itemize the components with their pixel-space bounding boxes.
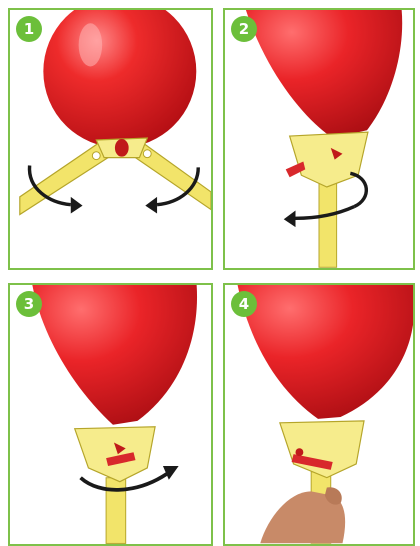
balloon-neck <box>296 448 304 456</box>
step-1-badge: 1 <box>16 16 42 42</box>
step-2-illustration <box>225 10 413 268</box>
step-3-panel: 3 <box>8 283 213 546</box>
balloon <box>32 285 197 425</box>
step-2-badge: 2 <box>231 16 257 42</box>
arrowhead-left <box>71 197 83 214</box>
arrowhead-right <box>145 197 157 214</box>
rotate-arrow-curve <box>350 173 366 206</box>
balloon <box>237 285 413 419</box>
step-2-panel: 2 <box>223 8 415 270</box>
step-3-badge: 3 <box>16 291 42 317</box>
step-1-panel: 1 <box>8 8 213 270</box>
step-1-illustration <box>10 10 211 268</box>
arrowhead <box>284 210 296 227</box>
step-3-illustration <box>10 285 211 544</box>
balloon <box>43 10 196 148</box>
balloon-highlight <box>79 23 103 66</box>
balloon <box>245 10 403 138</box>
clip-hole-right <box>143 150 151 158</box>
balloon-knot <box>115 139 129 157</box>
clip-holder <box>280 421 364 478</box>
step-4-illustration <box>225 285 413 544</box>
stick <box>106 478 126 544</box>
step-4-badge: 4 <box>231 291 257 317</box>
step-4-panel: 4 <box>223 283 415 546</box>
clip-holder <box>75 427 155 482</box>
clip-holder <box>290 132 368 187</box>
clip-hole-left <box>92 152 100 160</box>
stick <box>319 175 337 267</box>
